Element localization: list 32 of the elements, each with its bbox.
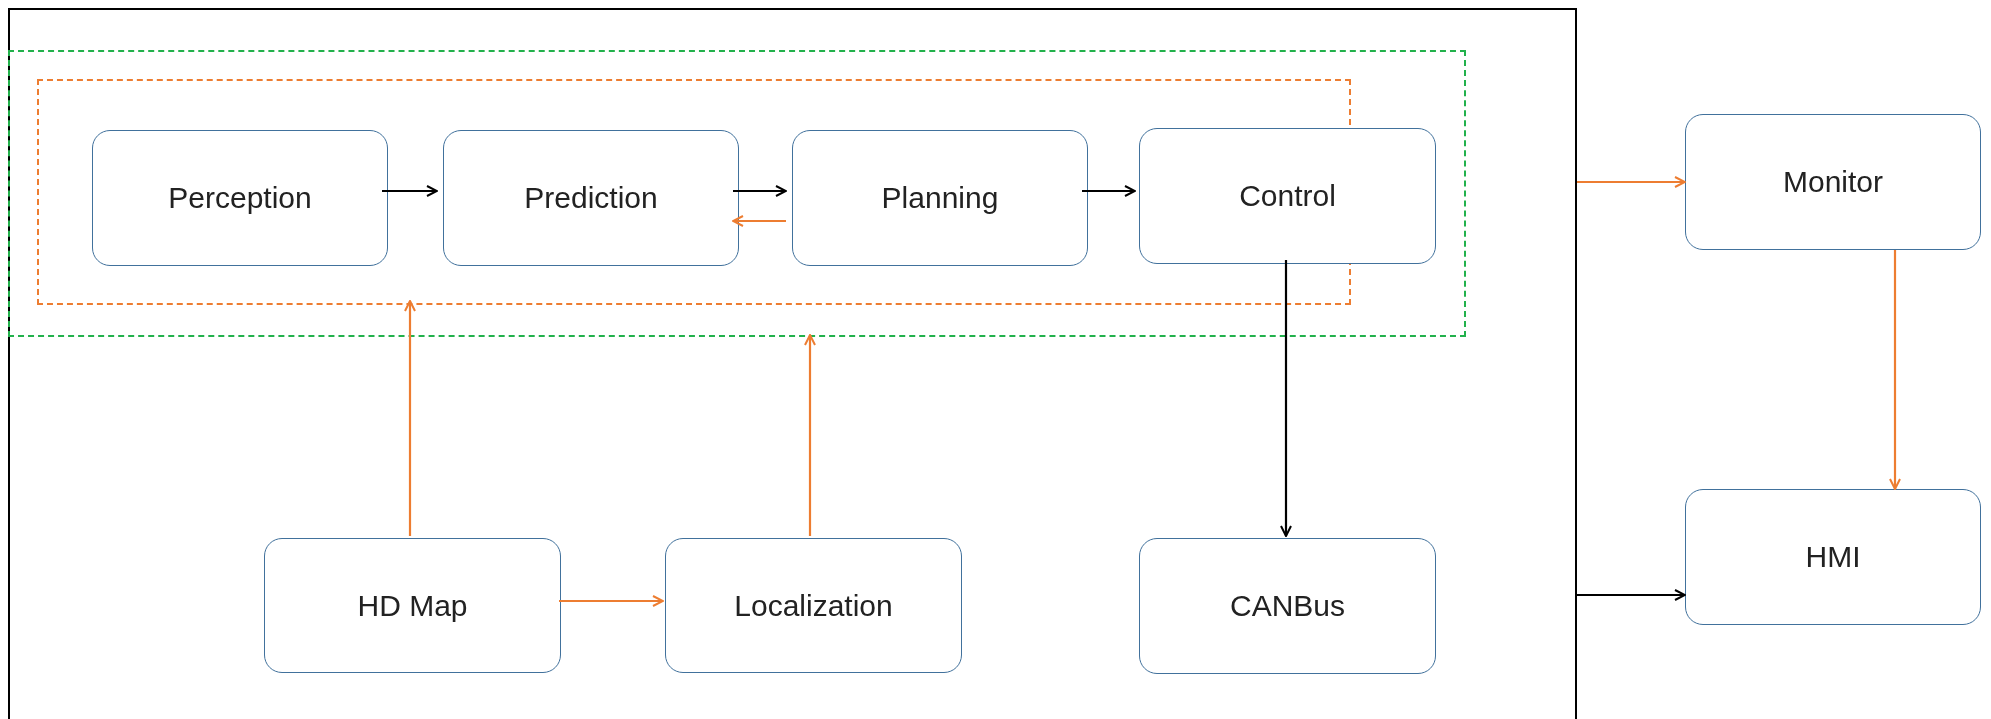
arrow xyxy=(1082,185,1136,197)
module-box xyxy=(1685,114,1981,250)
dashed-group-box xyxy=(8,50,1466,337)
arrow xyxy=(804,334,816,536)
module-label: Prediction xyxy=(524,180,658,217)
module-box xyxy=(1139,128,1436,264)
module-label: Monitor xyxy=(1782,164,1883,201)
module-label: Perception xyxy=(168,180,312,217)
module-label: Control xyxy=(1239,178,1336,215)
module-label: Localization xyxy=(734,587,893,624)
arrow xyxy=(1577,176,1686,188)
module-label: Planning xyxy=(881,180,999,217)
arrow xyxy=(1280,260,1292,537)
module-box xyxy=(92,130,388,266)
module-box xyxy=(443,130,739,266)
arrow xyxy=(559,595,664,607)
module-box xyxy=(665,538,962,673)
module-box xyxy=(792,130,1088,266)
module-label: HD Map xyxy=(357,587,468,624)
module-box xyxy=(1139,538,1436,674)
arrow xyxy=(382,185,438,197)
module-label: HMI xyxy=(1805,539,1861,576)
arrow xyxy=(732,215,786,227)
arrow xyxy=(1889,250,1901,490)
module-box xyxy=(1685,489,1981,625)
system-boundary-box xyxy=(8,8,1577,719)
dashed-group-box xyxy=(37,79,1351,305)
arrow xyxy=(404,300,416,536)
module-box xyxy=(264,538,561,673)
arrow xyxy=(733,185,787,197)
module-label: CANBus xyxy=(1229,588,1345,625)
arrow xyxy=(1577,589,1686,601)
